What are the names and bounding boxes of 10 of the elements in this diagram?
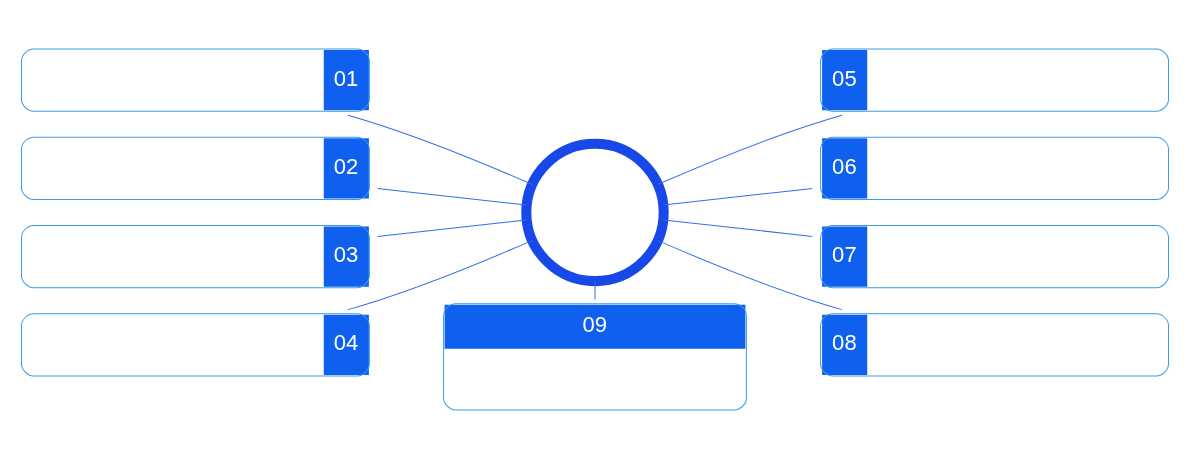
connector — [657, 239, 843, 310]
connector — [657, 114, 843, 185]
connector — [377, 218, 528, 237]
node-circle — [521, 138, 669, 286]
connector — [594, 280, 596, 300]
connector — [347, 114, 533, 185]
connector — [662, 187, 813, 205]
connector — [347, 239, 533, 310]
connector — [662, 218, 813, 237]
connector — [377, 187, 528, 205]
